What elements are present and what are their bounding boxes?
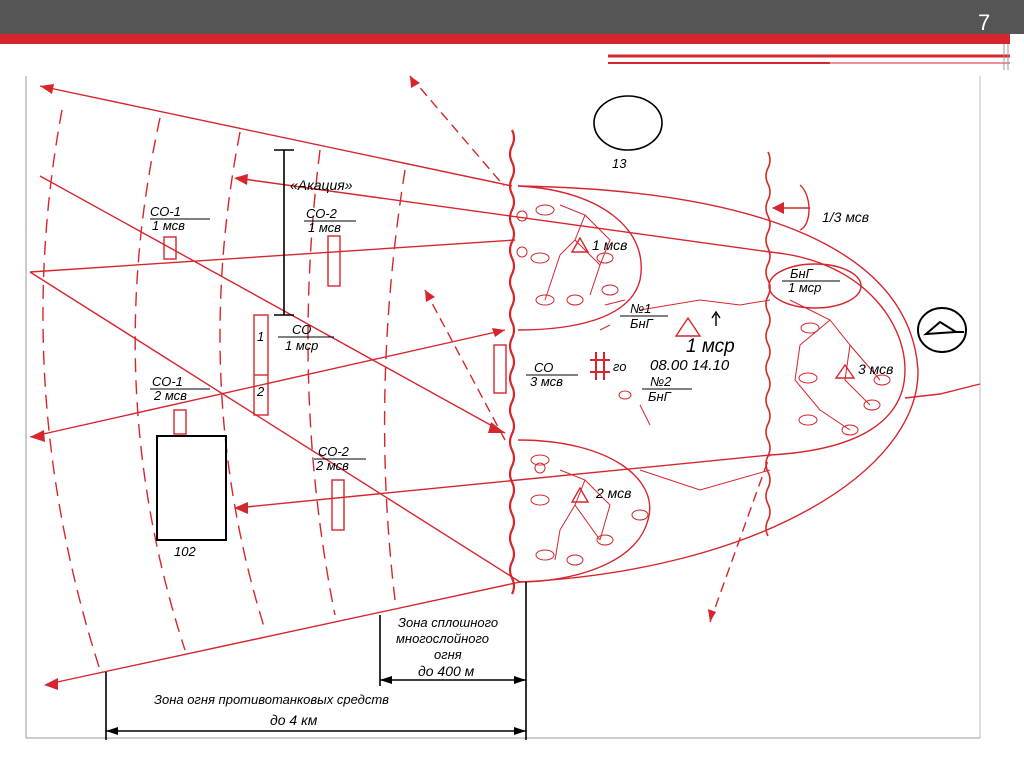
third-msv-arrow bbox=[799, 184, 810, 231]
label-zone-cont-2: многослойного bbox=[396, 631, 489, 646]
second-position-line bbox=[765, 151, 771, 537]
label-co2-1msv-top: СО-2 bbox=[306, 206, 338, 221]
command-post-2msv bbox=[570, 486, 590, 503]
dashed-arrow-mid bbox=[424, 289, 506, 441]
label-co-1msr-bot: 1 мср bbox=[285, 338, 318, 353]
label-zone-at-2: до 4 км bbox=[270, 712, 318, 728]
co2-2msv-marker bbox=[331, 479, 345, 531]
label-zone-at-1: Зона огня противотанковых средств bbox=[154, 692, 389, 707]
arrowhead-top-left bbox=[40, 84, 54, 94]
co-3msv-marker bbox=[493, 344, 507, 394]
unit-symbols bbox=[544, 204, 881, 561]
label-zone-cont-3: огня bbox=[434, 647, 462, 662]
sector-lower-boundary bbox=[47, 581, 521, 685]
dashed-arrow-top bbox=[409, 75, 505, 187]
label-co1-1msv-bot: 1 мсв bbox=[152, 218, 185, 233]
fire-line-arc-5 bbox=[383, 169, 406, 601]
co1-2msv-marker bbox=[173, 409, 187, 435]
label-n1-bot: БнГ bbox=[630, 316, 654, 331]
label-third-msv: 1/3 мсв bbox=[822, 209, 869, 225]
slide-header-bar bbox=[0, 0, 1024, 34]
label-co-3msv-top: СО bbox=[534, 360, 553, 375]
slide-accent-stripe bbox=[0, 34, 1010, 44]
fire-line-f bbox=[29, 271, 521, 583]
fire-line-e bbox=[235, 454, 771, 509]
label-co1-1msv-top: СО-1 bbox=[150, 204, 181, 219]
dashed-arrow-bottom bbox=[709, 454, 771, 623]
fire-line-a bbox=[39, 175, 506, 434]
label-co2-2msv-top: СО-2 bbox=[318, 444, 350, 459]
label-zone-cont-1: Зона сплошного bbox=[398, 615, 498, 630]
bng-oval bbox=[768, 263, 862, 309]
command-post-1msr bbox=[674, 316, 702, 337]
object-102-box bbox=[156, 435, 227, 541]
fire-line-arc-2 bbox=[134, 117, 186, 651]
co2-1msv-marker bbox=[327, 235, 341, 287]
label-underlines bbox=[150, 218, 840, 460]
label-13: 13 bbox=[612, 156, 627, 171]
bng-symbols bbox=[599, 299, 651, 426]
forward-edge-line bbox=[508, 129, 516, 595]
label-1msv: 1 мсв bbox=[592, 237, 627, 253]
fire-line-arc-1 bbox=[42, 109, 101, 671]
fire-line-b bbox=[29, 239, 516, 273]
command-post-3msv bbox=[834, 363, 856, 379]
go-symbol bbox=[590, 352, 610, 380]
label-bng-bot: 1 мср bbox=[788, 280, 821, 295]
fire-line-d bbox=[235, 177, 771, 253]
battalion-area-outline bbox=[517, 185, 919, 583]
fire-line-arc-3 bbox=[219, 131, 266, 631]
fire-line-arc-4 bbox=[307, 149, 336, 616]
label-co1-2msv-top: СО-1 bbox=[152, 374, 183, 389]
sector-upper-boundary bbox=[39, 85, 513, 187]
label-zone-cont-4: до 400 м bbox=[418, 663, 475, 679]
label-n2-top: №2 bbox=[650, 374, 672, 389]
object-13-circle bbox=[593, 95, 663, 151]
rear-line bbox=[904, 383, 981, 399]
label-n1-top: №1 bbox=[630, 301, 651, 316]
slide-number: 7 bbox=[978, 10, 991, 35]
company-1-area bbox=[517, 185, 642, 331]
label-co1-2msv-bot: 2 мсв bbox=[153, 388, 187, 403]
slide-border bbox=[25, 76, 981, 739]
arrowhead-bottom-left bbox=[44, 678, 58, 690]
label-102: 102 bbox=[174, 544, 196, 559]
label-co2-1msv-bot: 1 мсв bbox=[308, 220, 341, 235]
command-post-1msv bbox=[570, 236, 590, 253]
label-go: го bbox=[613, 359, 627, 374]
label-bng-top: БнГ bbox=[790, 266, 814, 281]
header-decoration bbox=[608, 44, 1010, 70]
label-3msv: 3 мсв bbox=[858, 361, 893, 377]
label-co-3msv-bot: 3 мсв bbox=[530, 374, 563, 389]
observation-post-icon bbox=[917, 307, 967, 353]
label-2msv: 2 мсв bbox=[595, 485, 631, 501]
label-bar-2: 2 bbox=[256, 384, 265, 399]
label-time: 08.00 14.10 bbox=[650, 357, 730, 374]
company-3-area bbox=[769, 251, 906, 456]
label-1msr: 1 мср bbox=[686, 336, 735, 357]
company-2-area bbox=[517, 439, 651, 583]
label-n2-bot: БнГ bbox=[648, 389, 672, 404]
label-akaciya: «Акация» bbox=[290, 177, 353, 193]
co1-1msv-marker bbox=[163, 236, 177, 260]
label-bar-1: 1 bbox=[257, 329, 264, 344]
unit-icons bbox=[516, 204, 891, 566]
label-co-1msr-top: СО bbox=[292, 322, 311, 337]
label-co2-2msv-bot: 2 мсв bbox=[315, 458, 349, 473]
co-1msr-bar bbox=[253, 314, 269, 416]
